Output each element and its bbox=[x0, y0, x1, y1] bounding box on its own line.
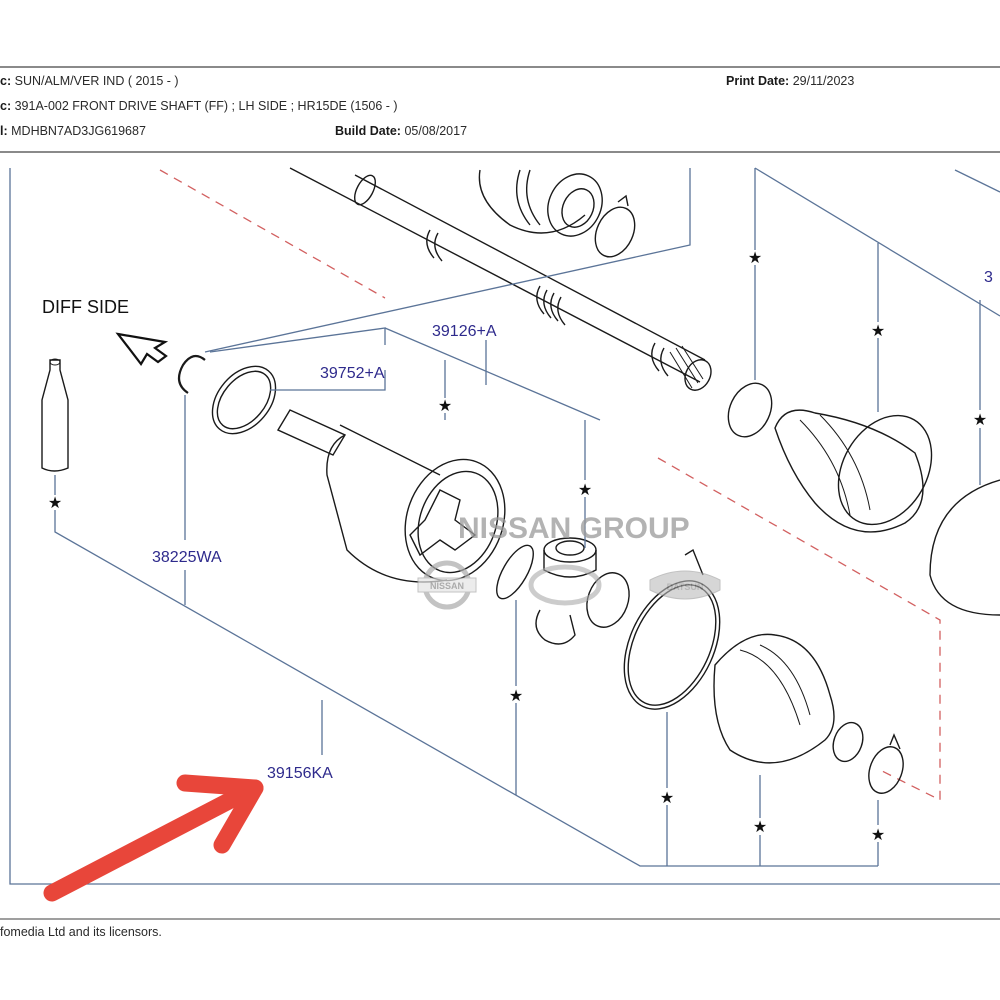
nissan-badge-icon: NISSAN bbox=[417, 560, 477, 610]
infiniti-badge-icon bbox=[528, 564, 602, 606]
watermark-text: NISSAN GROUP bbox=[458, 512, 690, 545]
circlip bbox=[177, 354, 206, 394]
model-value: SUN/ALM/VER IND ( 2015 - ) bbox=[14, 74, 179, 88]
print-date-label: Print Date: bbox=[726, 74, 790, 88]
print-date: Print Date: 29/11/2023 bbox=[726, 74, 854, 88]
outer-boot-right bbox=[727, 382, 1000, 616]
header-top-rule bbox=[0, 66, 1000, 68]
build-date-value: 05/08/2017 bbox=[404, 124, 468, 138]
star-icon: ★ bbox=[871, 825, 885, 844]
vin-info: l: MDHBN7AD3JG619687 bbox=[0, 124, 146, 138]
tripod-spider bbox=[535, 537, 630, 645]
star-icon: ★ bbox=[748, 248, 762, 267]
build-date: Build Date: 05/08/2017 bbox=[335, 124, 467, 138]
model-info: c: SUN/ALM/VER IND ( 2015 - ) bbox=[0, 74, 179, 88]
seal-ring bbox=[211, 365, 277, 435]
section-info: c: 391A-002 FRONT DRIVE SHAFT (FF) ; LH … bbox=[0, 99, 398, 113]
vin-label: l: bbox=[0, 124, 8, 138]
star-markers: ★ ★ ★ ★ ★ ★ ★ ★ ★ ★ bbox=[48, 248, 987, 844]
build-date-label: Build Date: bbox=[335, 124, 401, 138]
diagram-frame bbox=[9, 168, 1000, 885]
outer-boot-top bbox=[478, 169, 636, 258]
star-icon: ★ bbox=[753, 817, 767, 836]
star-icon: ★ bbox=[871, 321, 885, 340]
model-label: c: bbox=[0, 74, 12, 88]
header-bottom-rule bbox=[0, 151, 1000, 153]
leader-lines bbox=[54, 167, 1000, 867]
star-icon: ★ bbox=[660, 788, 674, 807]
part-label-38225[interactable]: 38225WA bbox=[152, 549, 222, 566]
joint-housing bbox=[276, 409, 506, 583]
part-label-39156[interactable]: 39156KA bbox=[267, 765, 333, 782]
copyright-notice: fomedia Ltd and its licensors. bbox=[0, 925, 162, 939]
svg-text:DATSUN: DATSUN bbox=[667, 582, 704, 592]
star-icon: ★ bbox=[438, 396, 452, 415]
vin-value: MDHBN7AD3JG619687 bbox=[11, 124, 146, 138]
section-value: 391A-002 FRONT DRIVE SHAFT (FF) ; LH SID… bbox=[14, 99, 398, 113]
star-icon: ★ bbox=[509, 686, 523, 705]
boundary-dash-right bbox=[657, 457, 941, 802]
grease-tube bbox=[41, 358, 69, 472]
boundary-dash-left bbox=[159, 169, 386, 299]
star-icon: ★ bbox=[48, 493, 62, 512]
svg-text:NISSAN: NISSAN bbox=[430, 581, 464, 591]
part-label-partial[interactable]: 3 bbox=[984, 269, 993, 286]
direction-arrow-icon bbox=[115, 332, 169, 366]
star-icon: ★ bbox=[578, 480, 592, 499]
drive-shaft bbox=[289, 167, 712, 391]
part-label-39126[interactable]: 39126+A bbox=[432, 323, 497, 340]
part-label-39752[interactable]: 39752+A bbox=[320, 365, 385, 382]
highlight-arrow-icon bbox=[43, 774, 264, 902]
star-icon: ★ bbox=[973, 410, 987, 429]
inner-boot bbox=[713, 633, 904, 794]
snap-ring bbox=[496, 544, 534, 600]
section-label: c: bbox=[0, 99, 12, 113]
direction-label: DIFF SIDE bbox=[42, 297, 129, 317]
datsun-badge-icon: DATSUN bbox=[649, 570, 721, 600]
print-date-value: 29/11/2023 bbox=[792, 74, 855, 88]
